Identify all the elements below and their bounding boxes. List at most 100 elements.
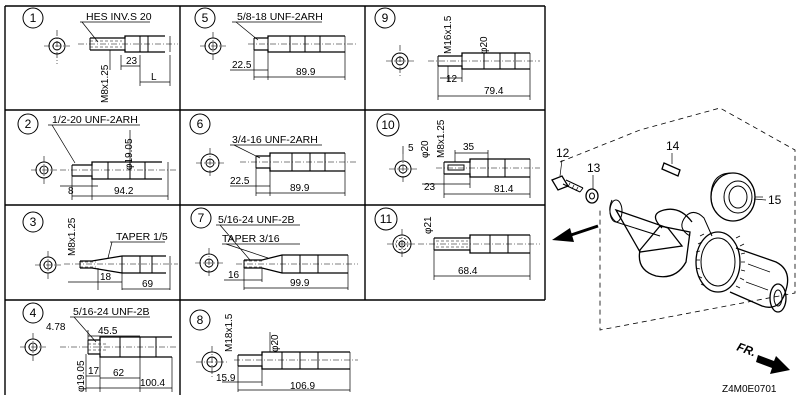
cell-9: 9 M16x1.5 φ20 12 79.4: [374, 7, 540, 100]
cell-6: 6 3/4-16 UNF-2ARH 22.5 89.9: [189, 113, 358, 196]
shaft-end-view: [20, 333, 46, 361]
shaft-side-view: [64, 255, 178, 274]
cell-11: 11 φ21 68.4: [374, 207, 540, 280]
front-direction-icon: [756, 355, 790, 374]
cell-number: 6: [197, 117, 204, 131]
dimension-label: 12: [446, 74, 458, 85]
cell-1: 1 HES INV.S 20 M8x1.25 23: [22, 7, 178, 103]
cell-7: 7 5/16-24 UNF-2B TAPER 3/16: [190, 207, 358, 290]
shaft-end-view: [44, 30, 70, 64]
cell-number-circle: [374, 7, 396, 29]
cell-number: 10: [381, 118, 395, 132]
shaft-end-view: [196, 148, 224, 178]
cell-number-circle: [189, 113, 211, 135]
cell-3: 3 M8x1.25 TAPER 1/5 18 69: [22, 211, 178, 290]
cell-2: 2 1/2-20 UNF-2ARH φ19.05 8 94.2: [17, 113, 178, 200]
front-label: FR.: [735, 340, 758, 360]
dimension-label: 68.4: [458, 266, 478, 277]
thread-label: M18x1.5: [224, 313, 235, 352]
shaft-side-view: [60, 336, 178, 358]
dimension-label: 15.9: [216, 373, 236, 384]
dimension-label: 106.9: [290, 381, 315, 392]
cell-number-circle: [374, 207, 398, 231]
front-arrow: FR.: [735, 340, 790, 374]
shaft-end-view: [196, 346, 228, 378]
dimension-label: 89.9: [290, 183, 310, 194]
shaft-side-view: [240, 152, 358, 172]
shaft-end-view: [386, 45, 414, 77]
thread-label: M8x1.25: [100, 64, 111, 103]
spec-label: 5/16-24 UNF-2B: [218, 214, 294, 226]
diameter-label: φ20: [479, 36, 490, 54]
shaft-side-view: [428, 52, 540, 70]
splined-end-view: [387, 229, 417, 259]
dimension-label: 62: [113, 368, 125, 379]
diameter-label: φ21: [423, 216, 434, 234]
shaft-end-view: [389, 154, 417, 184]
cell-number-circle: [22, 211, 44, 233]
shaft-side-view: [60, 161, 178, 180]
dimension-label: 45.5: [98, 326, 118, 337]
spec-label: 5/16-24 UNF-2B: [73, 306, 149, 318]
cells-grid: [4, 5, 546, 395]
dimension-label: 23: [126, 56, 138, 67]
cell-number: 9: [382, 11, 389, 25]
taper-label: TAPER 1/5: [116, 231, 168, 243]
dimension-label: 100.4: [140, 378, 165, 389]
part-label-15: 15: [768, 193, 782, 207]
cell-number: 11: [380, 212, 393, 226]
cell-4: 4 5/16-24 UNF-2B 4.78 45.5 φ19.05: [20, 302, 178, 392]
dimension-label: 81.4: [494, 184, 514, 195]
part-label-13: 13: [587, 161, 601, 175]
dimension-label: 79.4: [484, 86, 504, 97]
dimension-label: 22.5: [230, 176, 250, 187]
cell-10: 10 5 φ20 M8x1.25 35 23: [376, 113, 540, 198]
shaft-side-view: [248, 35, 356, 53]
shaft-end-view: [31, 156, 57, 184]
thread-label: M8x1.25: [436, 119, 447, 158]
key-icon: [661, 162, 681, 177]
diagram-code: Z4M0E0701: [722, 384, 777, 395]
cell-number-circle: [17, 113, 39, 135]
cell-number: 3: [30, 215, 37, 229]
spec-label: 3/4-16 UNF-2ARH: [232, 134, 318, 146]
cell-8: 8 M18x1.5 φ20 15.9 106.9: [189, 309, 358, 392]
dimension-label: L: [151, 72, 157, 83]
shaft-end-view: [195, 248, 223, 278]
taper-label: TAPER 3/16: [222, 233, 280, 245]
cell-number: 2: [25, 117, 32, 131]
cell-number: 4: [30, 306, 37, 320]
assembly-boundary: [559, 107, 796, 331]
cell-number-circle: [376, 113, 400, 137]
shaft-side-view: [418, 234, 540, 254]
cell-number-circle: [22, 7, 44, 29]
shaft-side-view: [236, 254, 358, 274]
diameter-label: φ19.05: [76, 360, 87, 392]
crankshaft-assembly: 12 13 14 15: [551, 107, 796, 331]
dimension-label: 22.5: [232, 60, 252, 71]
shaft-side-view: [436, 158, 540, 178]
bolt-icon: [551, 175, 584, 193]
cell-number: 1: [30, 11, 37, 25]
thread-label: M16x1.5: [443, 15, 454, 54]
part-label-12: 12: [556, 146, 570, 160]
cell-number-circle: [189, 309, 211, 331]
cell-number: 5: [202, 11, 209, 25]
dimension-label: 16: [228, 270, 240, 281]
dimension-label: 5: [408, 143, 414, 154]
dimension-label: 4.78: [46, 322, 66, 333]
cell-number-circle: [194, 7, 216, 29]
dimension-label: 69: [142, 279, 154, 290]
spec-label: 5/8-18 UNF-2ARH: [237, 11, 323, 23]
dimension-label: 8: [68, 186, 74, 197]
part-label-14: 14: [666, 139, 680, 153]
dimension-label: 35: [463, 142, 475, 153]
cell-5: 5 5/8-18 UNF-2ARH 22.5 89.9: [194, 7, 356, 80]
dimension-label: 17: [88, 366, 100, 377]
washer-icon: [585, 188, 599, 204]
dimension-label: 99.9: [290, 278, 310, 289]
dimension-label: 23: [424, 182, 436, 193]
diameter-label: φ20: [420, 140, 431, 158]
crankshaft-icon: [609, 199, 789, 313]
